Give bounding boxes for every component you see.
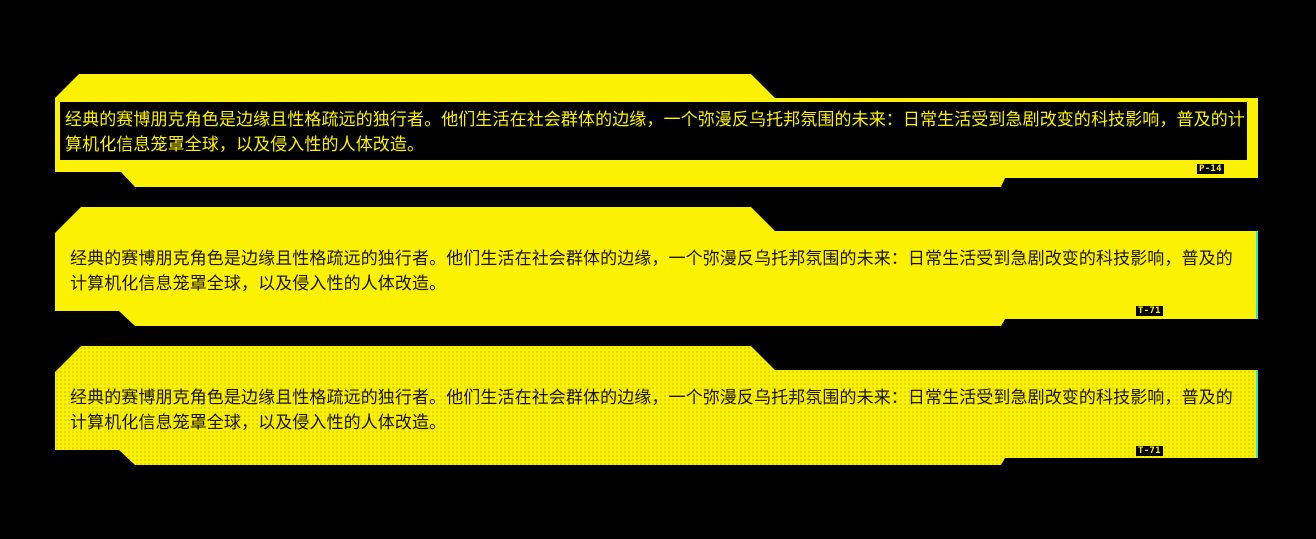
panel-inner-box xyxy=(60,102,1247,160)
cyber-panel-dotted: 经典的赛博朋克角色是边缘且性格疏远的独行者。他们生活在社会群体的边缘，一个弥漫反… xyxy=(55,346,1258,465)
panel-text: 经典的赛博朋克角色是边缘且性格疏远的独行者。他们生活在社会群体的边缘，一个弥漫反… xyxy=(70,388,1233,433)
panel-text: 经典的赛博朋克角色是边缘且性格疏远的独行者。他们生活在社会群体的边缘，一个弥漫反… xyxy=(65,110,1245,155)
panel-text: 经典的赛博朋克角色是边缘且性格疏远的独行者。他们生活在社会群体的边缘，一个弥漫反… xyxy=(70,249,1233,294)
cyber-panel-inverse: 经典的赛博朋克角色是边缘且性格疏远的独行者。他们生活在社会群体的边缘，一个弥漫反… xyxy=(55,74,1258,187)
cyber-panel-solid: 经典的赛博朋克角色是边缘且性格疏远的独行者。他们生活在社会群体的边缘，一个弥漫反… xyxy=(55,207,1258,326)
panel-edge-accent xyxy=(1256,370,1258,458)
panel-tag: T-71 xyxy=(1136,446,1163,456)
panel-edge-accent xyxy=(1256,231,1258,319)
panel-tag: T-71 xyxy=(1136,306,1163,316)
panel-tag: P-14 xyxy=(1197,164,1224,174)
